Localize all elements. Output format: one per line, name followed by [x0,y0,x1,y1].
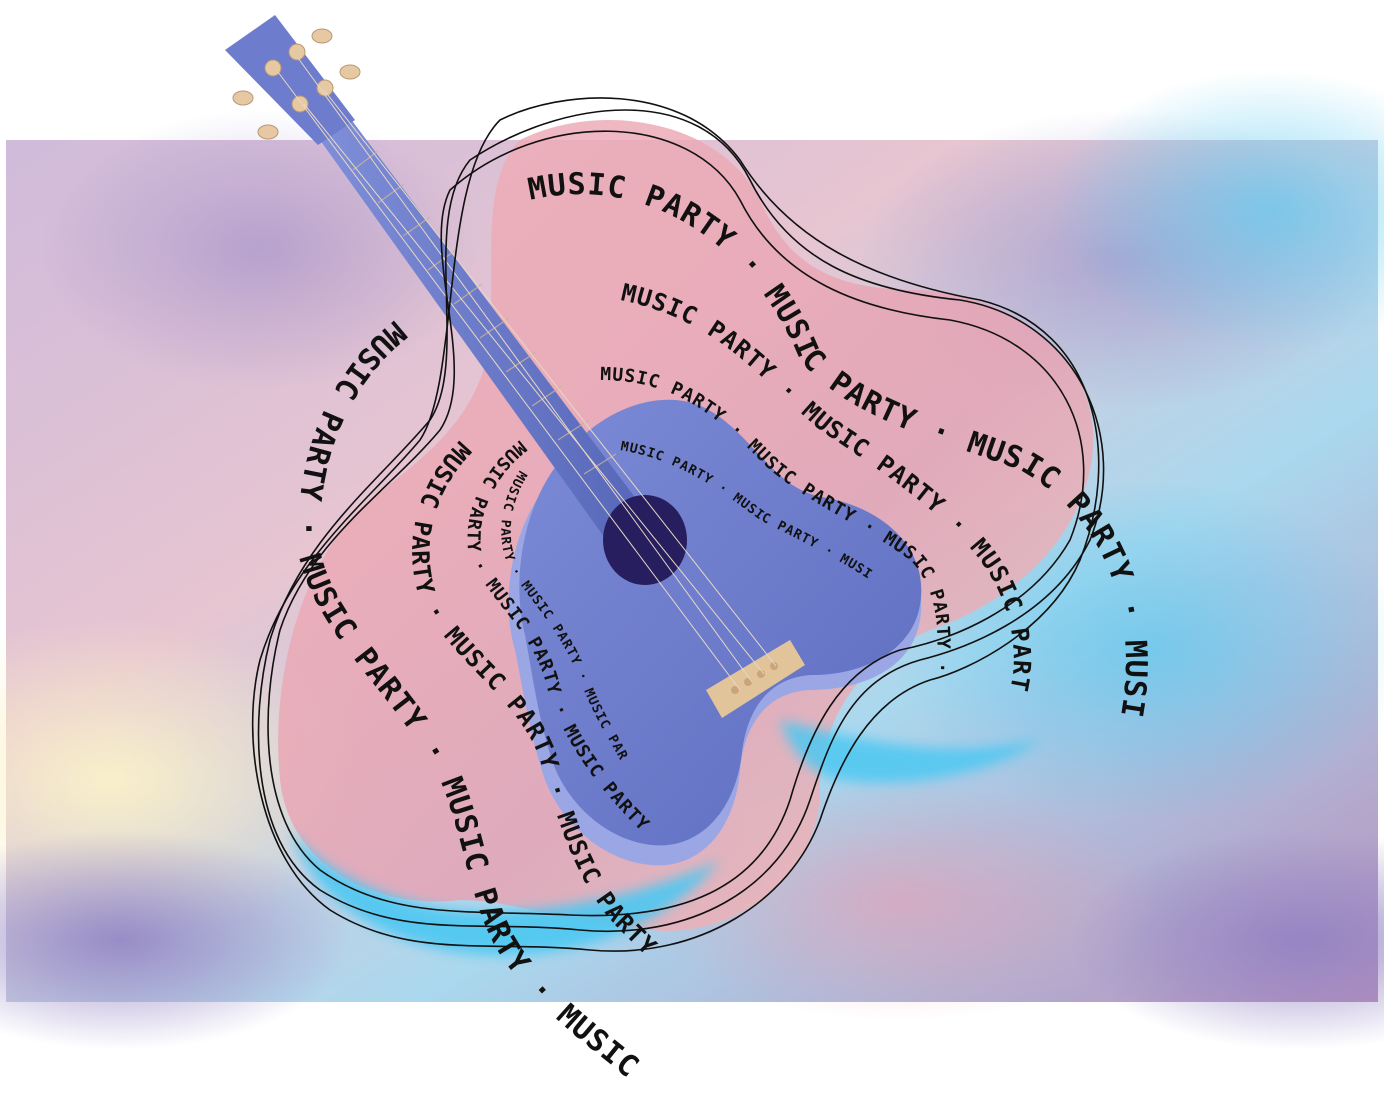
tuning-pegs [232,28,361,140]
guitar [225,15,922,866]
guitar-strings [277,57,777,691]
guitar-sound-hole [603,495,687,585]
guitar-headstock [225,15,355,145]
outline-curves [251,97,1105,952]
guitar-bridge [706,640,805,718]
guitar-neck [320,118,652,548]
